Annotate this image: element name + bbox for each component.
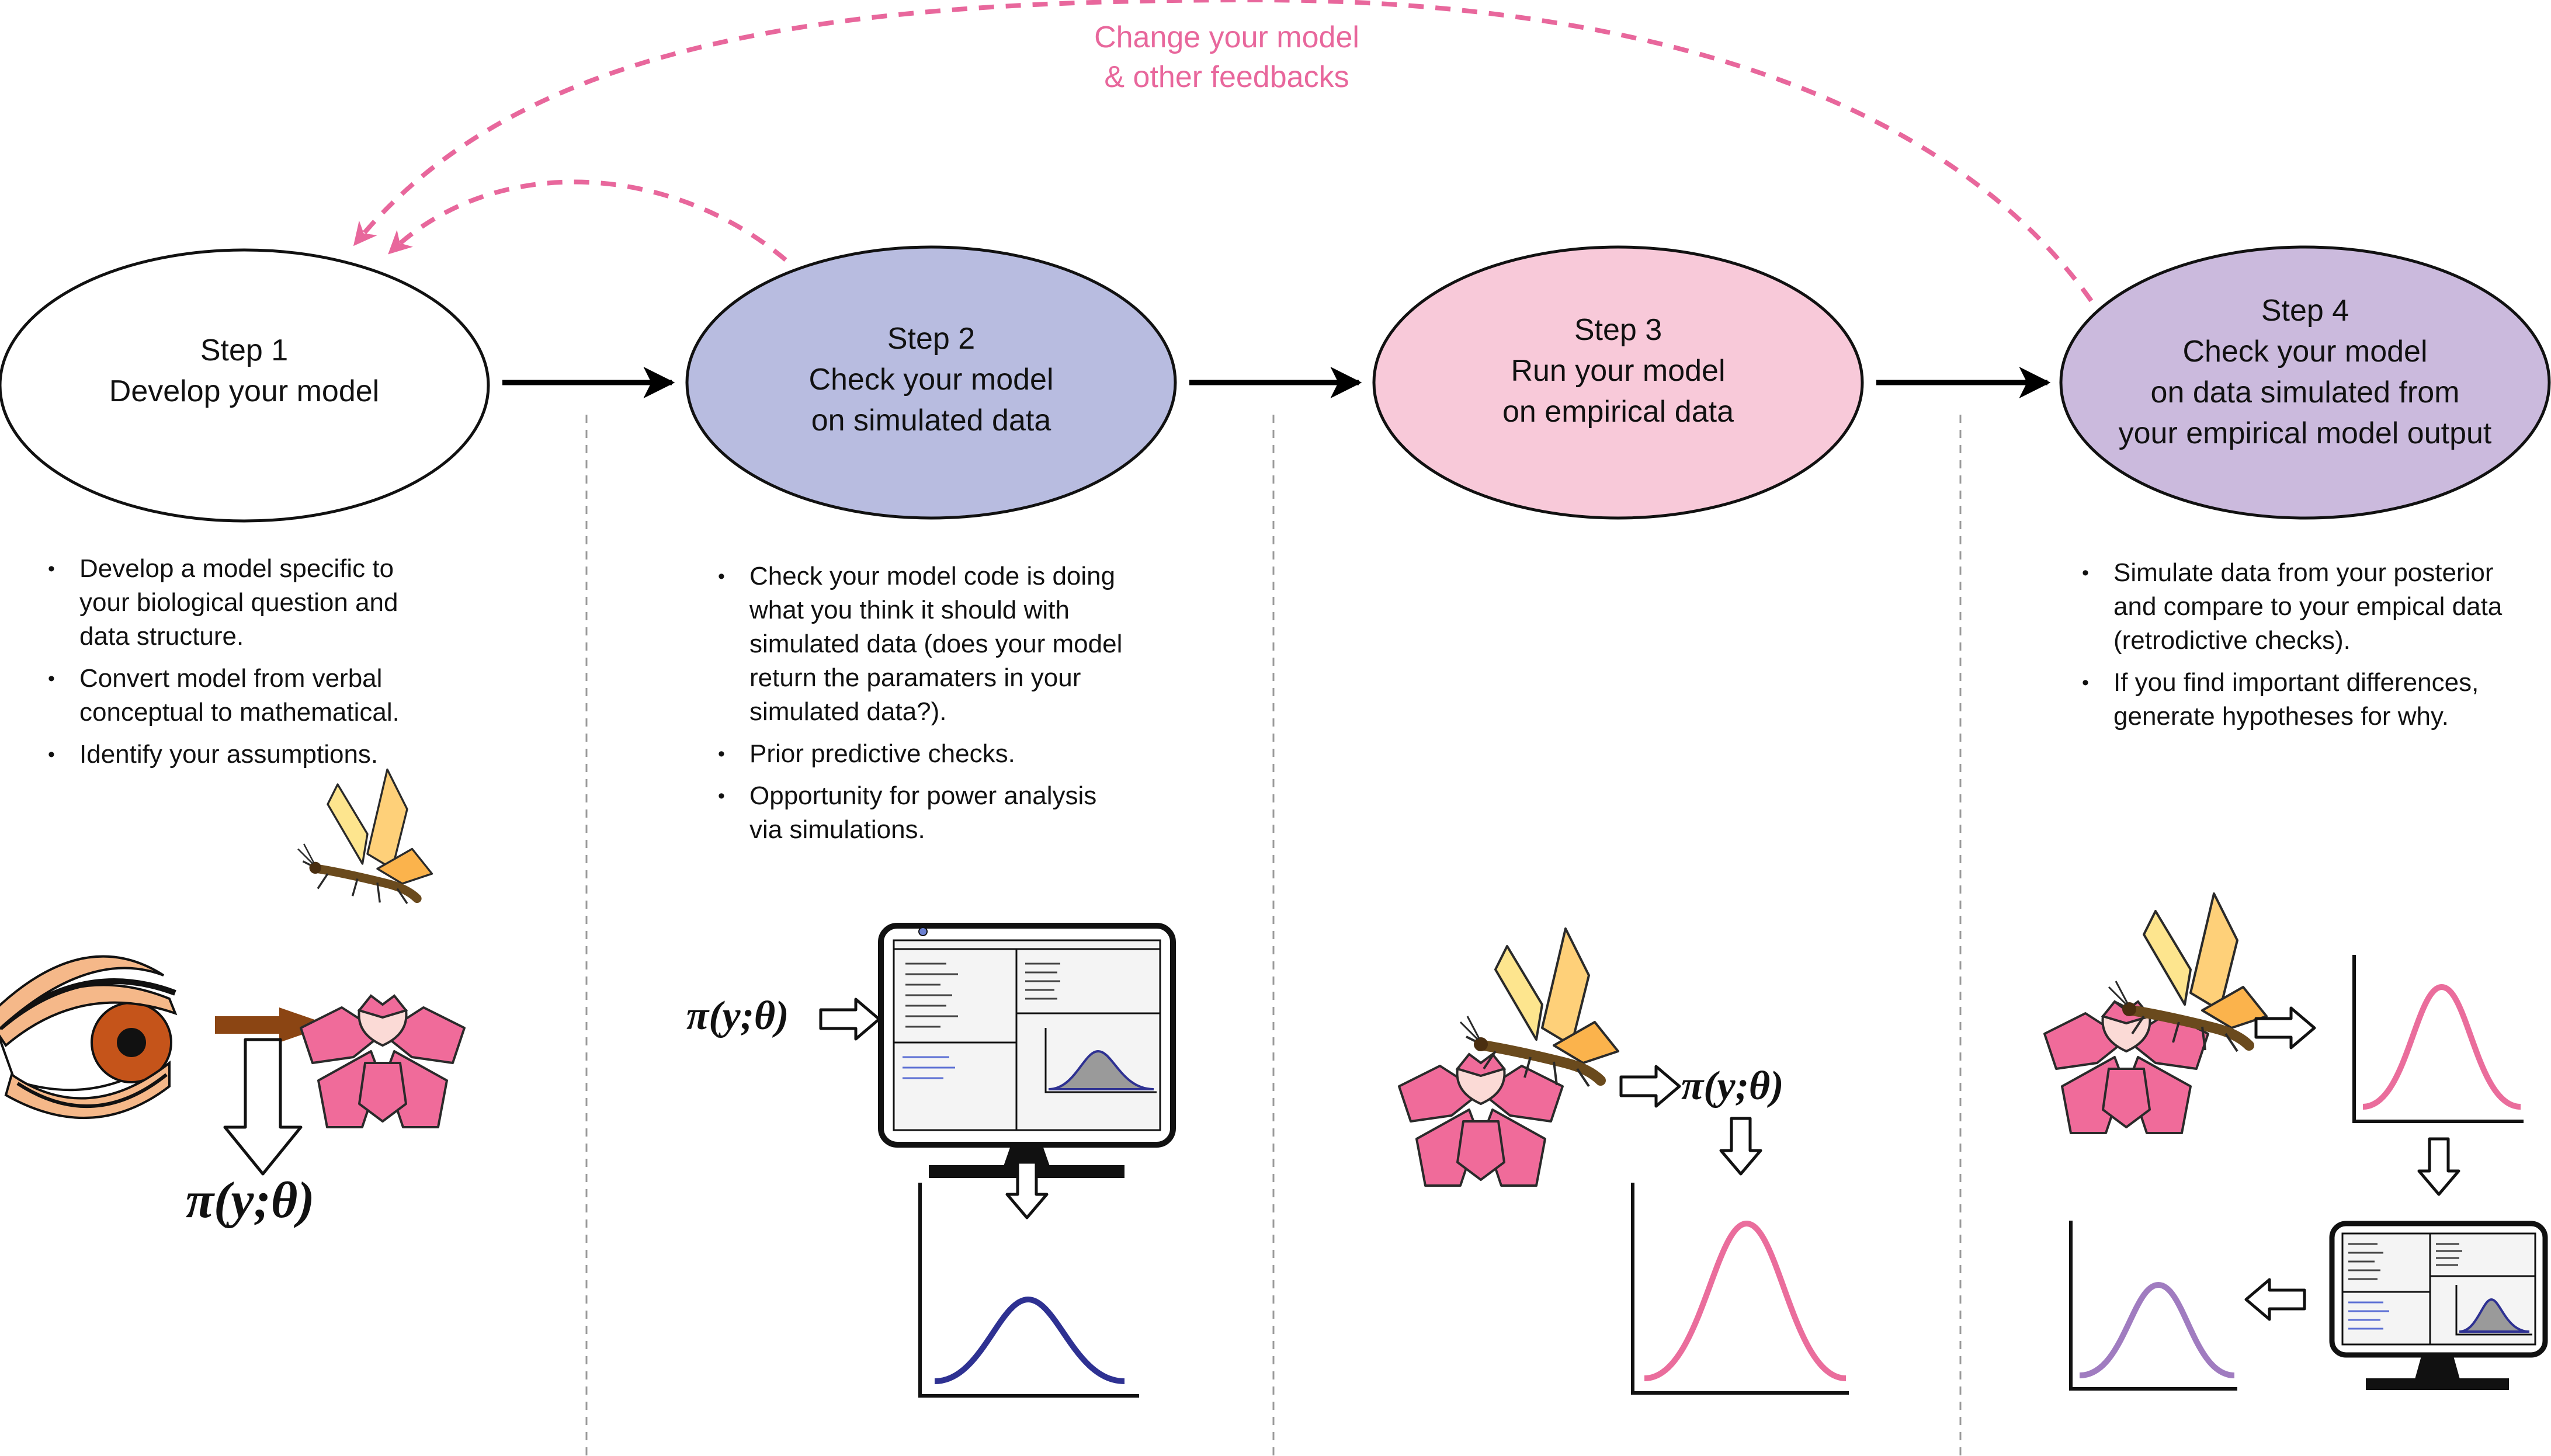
step2-title: Step 2 [887, 322, 976, 356]
flower-icon-step3 [1398, 1053, 1564, 1187]
step2-label: Step 2 Check your model on simulated dat… [756, 318, 1106, 441]
step1-bullet-1-line3: data structure. [79, 622, 244, 651]
step2-bullet-2-line1: Prior predictive checks. [749, 739, 1015, 768]
step4-title: Step 4 [2261, 294, 2349, 328]
step4-bullet-1: Simulate data from your posterior and co… [2080, 556, 2502, 658]
step4-line3: your empirical model output [2118, 416, 2492, 450]
step2-line2: on simulated data [811, 404, 1051, 437]
down-arrow-step3 [1721, 1118, 1761, 1174]
step1-line1: Develop your model [109, 374, 380, 408]
step4-label: Step 4 Check your model on data simulate… [2101, 290, 2510, 454]
step4-bullet-1-line2: and compare to your empical data [2113, 592, 2503, 621]
step4-bullet-1-line1: Simulate data from your posterior [2113, 558, 2494, 587]
eye-icon [0, 955, 178, 1120]
step4-bullets: Simulate data from your posterior and co… [2080, 556, 2502, 742]
feedback-label-line2: & other feedbacks [1104, 60, 1349, 94]
feedback-label: Change your model & other feedbacks [1051, 18, 1402, 97]
normal-curve-icon-step4-purple [2069, 1221, 2237, 1391]
step2-bullet-1-line3: simulated data (does your model [749, 630, 1123, 658]
step2-ellipse [685, 245, 1177, 520]
step1-title: Step 1 [200, 333, 289, 367]
normal-curve-icon-step4-pink [2352, 955, 2524, 1123]
right-arrow-step3 [1621, 1066, 1679, 1106]
step1-bullet-2: Convert model from verbal conceptual to … [46, 662, 400, 729]
step2-bullet-1-line1: Check your model code is doing [749, 562, 1116, 590]
step2-bullet-3-line1: Opportunity for power analysis [749, 781, 1097, 810]
feedback-arrows [353, 0, 2094, 303]
step3-line2: on empirical data [1502, 395, 1734, 429]
normal-curve-icon-step3 [1631, 1183, 1849, 1395]
step1-bullet-1-line2: your biological question and [79, 588, 398, 617]
step2-bullet-1-line4: return the paramaters in your [749, 663, 1081, 692]
step4-line1: Check your model [2182, 335, 2428, 369]
step1-bullet-3-line1: Identify your assumptions. [79, 740, 379, 769]
step3-title: Step 3 [1574, 313, 1663, 347]
step3-ellipse [1372, 245, 1864, 520]
left-arrow-step4 [2244, 1278, 2306, 1321]
step2-bullet-2: Prior predictive checks. [716, 737, 1122, 771]
feedback-arrow-outer [353, 0, 2094, 303]
formula-step3: π(y;θ) [1681, 1064, 1784, 1108]
formula-step1: π(y;θ) [186, 1172, 315, 1229]
step2-bullet-1-line5: simulated data?). [749, 697, 947, 726]
step4-bullet-1-line3: (retrodictive checks). [2113, 626, 2351, 655]
normal-curve-icon-step2 [918, 1183, 1139, 1398]
step1-ellipse [0, 248, 490, 523]
step4-ellipse [2059, 245, 2551, 520]
down-arrow-step4 [2419, 1139, 2459, 1194]
step2-bullet-3: Opportunity for power analysis via simul… [716, 779, 1122, 847]
right-arrow-step2 [821, 999, 879, 1039]
step4-line2: on data simulated from [2150, 376, 2460, 409]
step1-label: Step 1 Develop your model [69, 330, 419, 412]
step4-bullet-2: If you find important differences, gener… [2080, 666, 2502, 734]
step3-label: Step 3 Run your model on empirical data [1443, 310, 1793, 432]
step4-bullet-2-line1: If you find important differences, [2113, 668, 2479, 697]
step3-line1: Run your model [1511, 354, 1726, 388]
step1-bullet-3: Identify your assumptions. [46, 738, 400, 772]
step2-bullets: Check your model code is doing what you … [716, 560, 1122, 855]
step2-bullet-1: Check your model code is doing what you … [716, 560, 1122, 729]
computer-icon-step4 [2329, 1221, 2548, 1390]
step1-bullets: Develop a model specific to your biologi… [46, 552, 400, 780]
step1-bullet-1: Develop a model specific to your biologi… [46, 552, 400, 654]
step2-bullet-1-line2: what you think it should with [749, 596, 1070, 624]
step2-line1: Check your model [808, 363, 1054, 397]
step2-bullet-3-line2: via simulations. [749, 815, 925, 844]
down-arrow-step1 [223, 1038, 303, 1176]
flower-icon-step1 [300, 995, 466, 1128]
formula-step2: π(y;θ) [686, 993, 789, 1038]
step4-bullet-2-line2: generate hypotheses for why. [2113, 702, 2449, 731]
step1-bullet-2-line1: Convert model from verbal [79, 664, 383, 693]
step1-bullet-1-line1: Develop a model specific to [79, 554, 394, 583]
butterfly-icon-step1 [298, 770, 432, 904]
column-dividers [585, 415, 1962, 1456]
computer-icon-step2 [878, 923, 1176, 1178]
feedback-label-line1: Change your model [1094, 20, 1359, 54]
step1-bullet-2-line2: conceptual to mathematical. [79, 698, 400, 727]
feedback-arrow-inner [388, 179, 787, 262]
